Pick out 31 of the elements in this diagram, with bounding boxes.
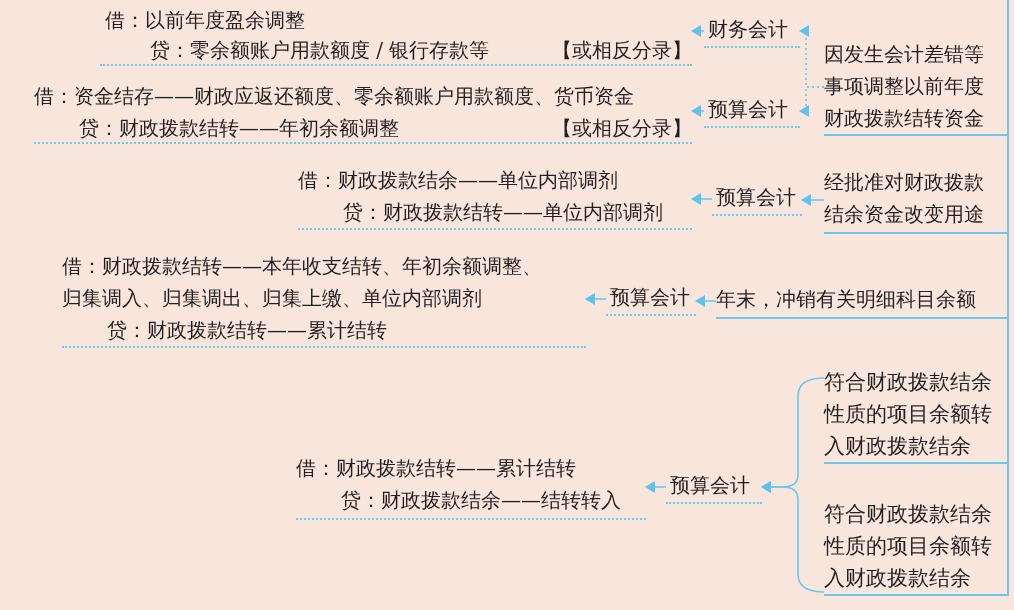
entry-line: 借：财政拨款结余——单位内部调剂	[298, 167, 618, 194]
entry-line: 【或相反分录】	[552, 37, 692, 64]
entry-line: 贷：财政拨款结转——累计结转	[107, 317, 387, 344]
entry-line: 借：财政拨款结转——本年收支结转、年初余额调整、归集调入、归集调出、归集上缴、单位内部调剂	[62, 253, 543, 312]
label-text: 预算会计	[708, 97, 788, 121]
entry-line: 贷：财政拨款结转——单位内部调剂	[343, 199, 663, 226]
entry-line: 贷：零余额账户用款额度 / 银行存款等	[150, 37, 490, 64]
label-text: 预算会计	[716, 185, 796, 209]
label-text: 预算会计	[670, 473, 750, 497]
label-text: 财务会计	[708, 17, 788, 41]
condition-text: 年末，冲销有关明细科目余额	[716, 287, 976, 311]
bracket-arrow	[799, 86, 825, 117]
condition-text: 符合财政拨款结余性质的项目余额转入财政拨款结余	[824, 502, 992, 590]
condition-text: 因发生会计差错等事项调整以前年度财政拨款结转资金	[824, 42, 984, 130]
arrow	[691, 105, 705, 117]
entry-line: 借：财政拨款结转——累计结转	[296, 455, 576, 482]
arrow	[801, 194, 825, 206]
condition-text: 符合财政拨款结余性质的项目余额转入财政拨款结余	[824, 370, 992, 458]
arrow	[585, 293, 607, 305]
entry-line: 【或相反分录】	[552, 115, 692, 142]
condition-text: 经批准对财政拨款结余资金改变用途	[824, 170, 984, 226]
arrow	[691, 25, 705, 37]
entry-line: 借：以前年度盈余调整	[105, 7, 305, 34]
arrow	[691, 193, 713, 205]
entry-line: 贷：财政拨款结余——结转转入	[341, 487, 621, 514]
brace-arrow	[761, 481, 825, 593]
label-text: 预算会计	[610, 285, 690, 309]
entry-line: 借：资金结存——财政应返还额度、零余额账户用款额度、货币资金	[34, 83, 634, 110]
arrow	[695, 295, 717, 307]
entry-line: 贷：财政拨款结转——年初余额调整	[79, 115, 399, 142]
arrow	[645, 481, 667, 493]
